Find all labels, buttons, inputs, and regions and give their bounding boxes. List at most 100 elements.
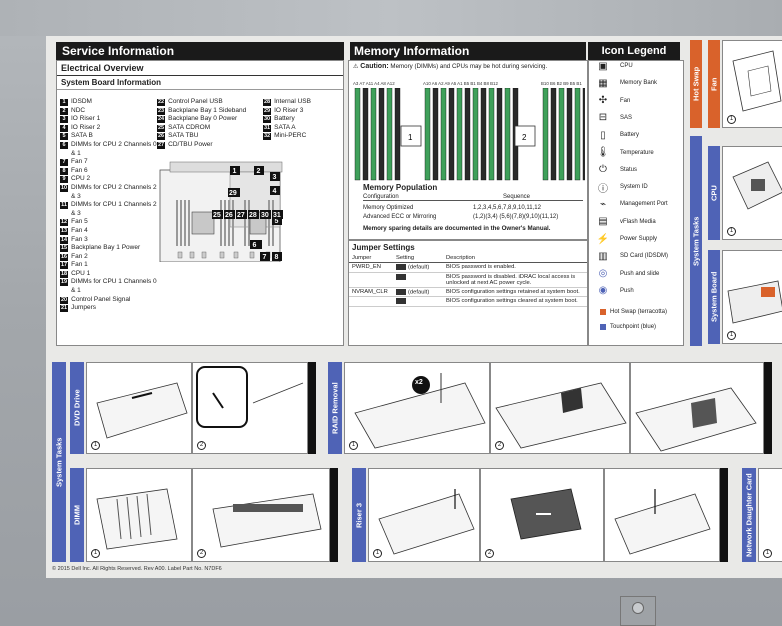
board-legend-text: SATA B bbox=[71, 132, 93, 140]
dimm-slot bbox=[354, 88, 361, 181]
svg-text:28: 28 bbox=[249, 212, 257, 219]
dimm-slot bbox=[558, 88, 565, 181]
board-legend-number: 23 bbox=[157, 107, 166, 115]
hot-swap-key: Hot Swap (terracotta) bbox=[600, 309, 690, 315]
board-legend-text: Fan 2 bbox=[71, 252, 88, 260]
board-legend-number: 27 bbox=[157, 141, 166, 149]
config-header: Configuration bbox=[363, 194, 399, 200]
dvd-end-bar bbox=[308, 362, 316, 454]
board-legend-number: 17 bbox=[60, 262, 69, 270]
board-legend-number: 25 bbox=[157, 124, 166, 132]
board-legend-text: Battery bbox=[274, 115, 295, 123]
setting-1: (default) bbox=[393, 262, 443, 273]
raid-end-bar bbox=[764, 362, 772, 454]
chassis-top-edge bbox=[0, 0, 782, 36]
riser-illustration-3 bbox=[614, 489, 711, 555]
svg-text:6: 6 bbox=[253, 242, 257, 249]
board-legend-text: IDSDM bbox=[71, 98, 92, 105]
dimm-illustration-1 bbox=[96, 488, 178, 550]
icon-legend-item: ▯Battery bbox=[596, 129, 686, 141]
population-sequence: (1,2)(3,4) (5,6)(7,8)(9,10)(11,12) bbox=[473, 214, 559, 220]
riser-step-3-card bbox=[604, 468, 720, 562]
icon-legend-item: ▦Memory Bank bbox=[596, 77, 686, 89]
jumper-col: Jumper bbox=[349, 254, 393, 263]
board-legend-number: 14 bbox=[60, 236, 69, 244]
dimm-slot bbox=[504, 88, 511, 181]
board-legend-number: 26 bbox=[157, 133, 166, 141]
cpu-illustration bbox=[732, 161, 782, 210]
board-legend-number: 10 bbox=[60, 184, 68, 192]
board-legend-number: 29 bbox=[263, 107, 272, 115]
icon-legend-label: Fan bbox=[620, 97, 631, 104]
icon-legend-item: 🌡Temperature bbox=[596, 147, 686, 159]
svg-text:25: 25 bbox=[213, 212, 221, 219]
board-legend-text: Jumpers bbox=[71, 304, 97, 312]
bank-label-mid: A10 A6 A2 A9 A5 A1 B5 B1 B4 B8 B12 bbox=[423, 81, 498, 86]
icon-legend-label: Push bbox=[620, 287, 634, 294]
riser-step-2-card: 2 bbox=[480, 468, 604, 562]
icon-legend-item: ⏻Status bbox=[596, 164, 686, 176]
svg-text:5: 5 bbox=[275, 218, 279, 225]
system-id-icon: ⓘ bbox=[598, 183, 608, 195]
dimm-slot bbox=[464, 88, 471, 181]
desc-3: BIOS configuration settings retained at … bbox=[443, 287, 587, 298]
system-board-diagram: 1 2 3 4 5 6 7 8 29 25 26 27 28 30 31 bbox=[159, 161, 283, 262]
caution-label: Caution: bbox=[360, 63, 389, 70]
screw-icon bbox=[632, 602, 644, 614]
board-legend-text: Fan 3 bbox=[71, 235, 88, 243]
board-legend-text: SATA TBU bbox=[168, 132, 199, 140]
fan-step-1: 1 bbox=[727, 115, 736, 124]
board-legend-number: 1 bbox=[60, 99, 68, 106]
system-board-step-1: 1 bbox=[727, 331, 736, 340]
sas-icon: ⊟ bbox=[598, 112, 608, 124]
dimm-slot bbox=[480, 88, 487, 181]
desc-2: BIOS password is disabled. iDRAC local a… bbox=[443, 272, 587, 288]
svg-text:30: 30 bbox=[261, 212, 269, 219]
icon-legend-label: Status bbox=[620, 166, 638, 173]
icon-legend-panel bbox=[588, 60, 684, 346]
board-legend-number: 24 bbox=[157, 116, 166, 124]
raid-step-1: 1 bbox=[349, 441, 358, 450]
system-tasks-tab-bottom: System Tasks bbox=[52, 362, 66, 562]
riser-illustration-1 bbox=[378, 489, 475, 555]
dvd-step-2-card: 2 bbox=[192, 362, 308, 454]
system-tasks-tab-top: System Tasks bbox=[690, 136, 702, 346]
fan-tab: Fan bbox=[708, 40, 720, 128]
board-legend-number: 11 bbox=[60, 202, 68, 210]
board-legend-number: 13 bbox=[60, 227, 69, 235]
raid-step-2-card: 2 bbox=[490, 362, 630, 454]
memory-title: Memory Information bbox=[350, 42, 586, 60]
board-legend-number: 31 bbox=[263, 124, 272, 132]
board-legend-number: 2 bbox=[60, 107, 68, 115]
board-legend-text: Backplane Bay 0 Power bbox=[168, 115, 238, 123]
board-legend-number: 15 bbox=[60, 245, 69, 253]
desc-col: Description bbox=[443, 254, 587, 263]
jumper-title: Jumper Settings bbox=[352, 243, 415, 252]
icon-legend-label: vFlash Media bbox=[620, 218, 656, 225]
board-legend-number: 32 bbox=[263, 133, 272, 141]
power-supply-icon: ⚡ bbox=[596, 233, 610, 245]
svg-text:26: 26 bbox=[225, 212, 233, 219]
board-legend-number: 18 bbox=[60, 270, 69, 278]
dimm-slot-diagram: 1 2 bbox=[354, 88, 585, 181]
jumper-panel: Jumper Settings Jumper Setting Descripti… bbox=[348, 240, 588, 346]
service-title: Service Information bbox=[56, 42, 344, 60]
icon-legend-label: Temperature bbox=[620, 149, 654, 156]
desc-1: BIOS password is enabled. bbox=[443, 262, 587, 273]
riser-step-1: 1 bbox=[373, 549, 382, 558]
icon-legend-item: ◎Push and slide bbox=[596, 268, 686, 280]
dimm-end-bar bbox=[330, 468, 338, 562]
dimm-step-2: 2 bbox=[197, 549, 206, 558]
